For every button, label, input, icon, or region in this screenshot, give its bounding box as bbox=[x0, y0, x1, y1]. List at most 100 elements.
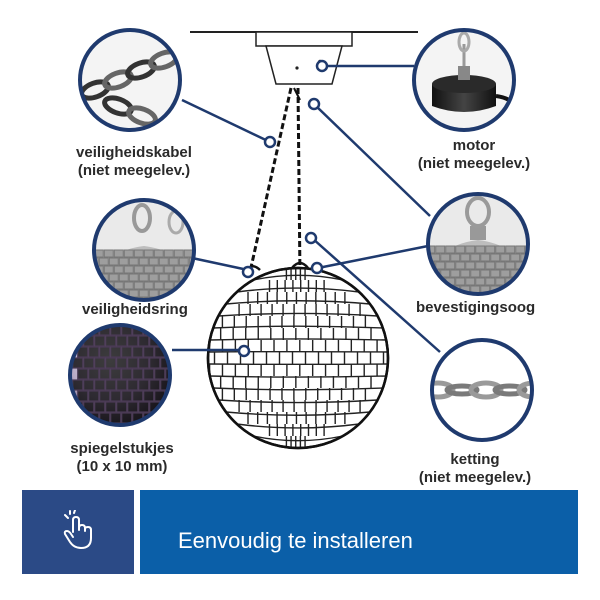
mini-mirror-tile bbox=[128, 257, 139, 266]
mirror-tile bbox=[121, 368, 133, 380]
mini-mirror-tile bbox=[98, 257, 109, 266]
mirror-tile bbox=[154, 412, 166, 424]
mini-mirror-tile bbox=[193, 265, 194, 274]
mirror-tile bbox=[110, 368, 122, 380]
mini-mirror-tile bbox=[445, 245, 456, 254]
mirror-tile bbox=[160, 335, 170, 347]
mini-mirror-tile bbox=[475, 277, 486, 286]
mini-mirror-tile bbox=[158, 257, 169, 266]
mirror-tile bbox=[94, 379, 106, 391]
label-motor: motor (niet meegelev.) bbox=[417, 137, 531, 172]
mini-mirror-tile bbox=[455, 245, 466, 254]
mirror-tile bbox=[138, 379, 150, 391]
mini-mirror-tile bbox=[445, 261, 456, 270]
ball-row-line bbox=[213, 325, 383, 329]
mini-mirror-tile bbox=[475, 245, 486, 254]
mini-mirror-tile bbox=[108, 257, 119, 266]
mini-mirror-tile bbox=[193, 281, 194, 290]
mirror-tile bbox=[138, 401, 150, 413]
mini-mirror-tile bbox=[435, 245, 446, 254]
mini-mirror-tile bbox=[465, 261, 476, 270]
callout-lines bbox=[172, 64, 441, 353]
mini-mirror-tile bbox=[153, 249, 164, 258]
mirror-tile bbox=[143, 390, 155, 402]
mini-mirror-tile bbox=[133, 249, 144, 258]
mini-mirror-tile bbox=[470, 269, 481, 278]
ball-row-line bbox=[209, 338, 387, 341]
mirror-tile bbox=[105, 357, 117, 369]
mirror-tile bbox=[121, 325, 133, 336]
mirror-tile bbox=[83, 379, 95, 391]
mini-mirror-tile bbox=[495, 277, 506, 286]
mirror-tile bbox=[94, 401, 106, 413]
mirror-tile bbox=[88, 368, 100, 380]
mini-mirror-tile bbox=[153, 281, 164, 290]
mini-mirror-tile bbox=[199, 306, 208, 313]
mirror-tile bbox=[105, 401, 117, 413]
ball-row-line bbox=[252, 274, 344, 281]
mini-mirror-tile bbox=[143, 281, 154, 290]
mirror-tile bbox=[77, 390, 89, 402]
mirror-tile bbox=[138, 357, 150, 369]
mini-mirror-tile bbox=[123, 265, 134, 274]
mirror-tile bbox=[99, 368, 111, 380]
mini-mirror-tile bbox=[520, 285, 528, 294]
mini-mirror-tile bbox=[490, 253, 501, 262]
detail-motor bbox=[412, 28, 516, 132]
mini-mirror-tile bbox=[531, 286, 540, 293]
mini-mirror-tile bbox=[465, 245, 476, 254]
ball-row-line bbox=[225, 411, 371, 416]
mini-mirror-tile bbox=[178, 257, 189, 266]
mini-mirror-tile bbox=[128, 289, 139, 298]
mini-mirror-tile bbox=[168, 273, 179, 282]
mini-mirror-tile bbox=[193, 297, 194, 300]
ball-row-line bbox=[225, 300, 371, 305]
mini-mirror-tile bbox=[173, 249, 184, 258]
mirror-tile bbox=[149, 423, 161, 425]
mini-mirror-tile bbox=[460, 253, 471, 262]
ball-row-line bbox=[209, 375, 387, 378]
mini-mirror-tile bbox=[188, 273, 194, 282]
mirror-tile bbox=[77, 346, 89, 358]
mini-mirror-tile bbox=[94, 289, 99, 298]
mini-mirror-tile bbox=[199, 274, 208, 281]
mirror-tile bbox=[121, 412, 133, 424]
mirror-tile bbox=[138, 423, 150, 425]
mini-mirror-tile bbox=[485, 245, 496, 254]
mini-mirror-tile bbox=[163, 281, 174, 290]
mirror-tile bbox=[143, 346, 155, 358]
mirror-tile bbox=[94, 357, 106, 369]
mini-mirror-tile bbox=[465, 277, 476, 286]
mini-mirror-tile bbox=[480, 253, 491, 262]
mini-mirror-tile bbox=[189, 306, 198, 313]
mini-mirror-tile bbox=[428, 277, 436, 286]
mirror-tile bbox=[149, 379, 161, 391]
mirror-tile bbox=[138, 335, 150, 347]
mini-mirror-tile bbox=[118, 257, 129, 266]
detail-chain bbox=[430, 338, 534, 442]
mini-mirror-tile bbox=[153, 265, 164, 274]
mirror-tile bbox=[110, 390, 122, 402]
banner-text: Eenvoudig te installeren bbox=[178, 528, 413, 553]
mirror-tile bbox=[127, 335, 139, 347]
mini-mirror-tile bbox=[163, 249, 174, 258]
mini-mirror-tile bbox=[450, 269, 461, 278]
mirror-tile bbox=[116, 335, 128, 347]
mirror-tile bbox=[105, 379, 117, 391]
mini-mirror-tile bbox=[148, 257, 159, 266]
mini-mirror-tile bbox=[480, 269, 491, 278]
mini-mirror-tile bbox=[440, 253, 451, 262]
mini-mirror-tile bbox=[138, 289, 149, 298]
banner-icon-panel bbox=[22, 490, 134, 574]
mini-mirror-tile bbox=[500, 253, 511, 262]
mirror-tile bbox=[99, 346, 111, 358]
label-veiligheidsring: veiligheidsring bbox=[82, 301, 188, 318]
mirror-tile bbox=[165, 368, 170, 380]
mini-mirror-tile bbox=[460, 269, 471, 278]
label-veiligheidskabel: veiligheidskabel (niet meegelev.) bbox=[76, 144, 192, 179]
mirror-tile bbox=[121, 390, 133, 402]
hanging-chains bbox=[248, 87, 302, 277]
ball-row-line bbox=[213, 387, 383, 391]
mirror-tile bbox=[110, 412, 122, 424]
mirror-tile bbox=[77, 325, 89, 336]
